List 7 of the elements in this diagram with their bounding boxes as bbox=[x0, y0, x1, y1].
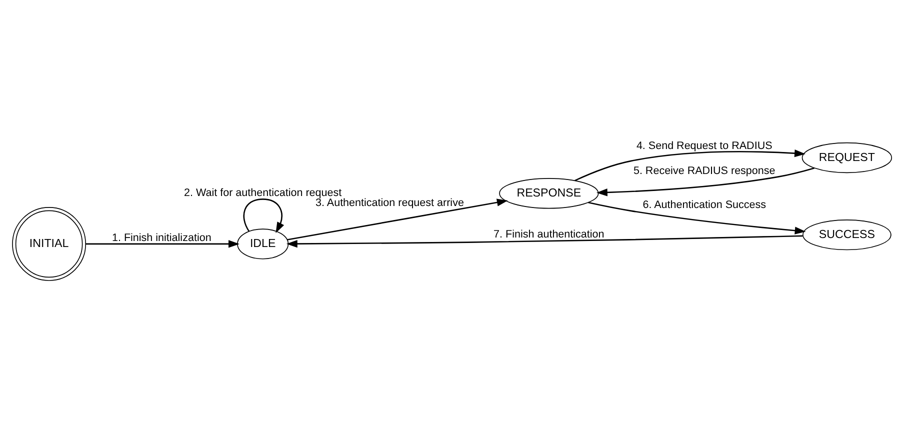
edge-label: 1. Finish initialization bbox=[112, 232, 212, 244]
edge-label: 7. Finish authentication bbox=[494, 228, 604, 241]
edge-label: 5. Receive RADIUS response bbox=[633, 164, 776, 177]
edge-label: 6. Authentication Success bbox=[642, 198, 766, 211]
edge-label: 2. Wait for authentication request bbox=[184, 187, 342, 200]
edge-label: 4. Send Request to RADIUS bbox=[636, 140, 772, 152]
edge-label: 3. Authentication request arrive bbox=[316, 197, 464, 210]
